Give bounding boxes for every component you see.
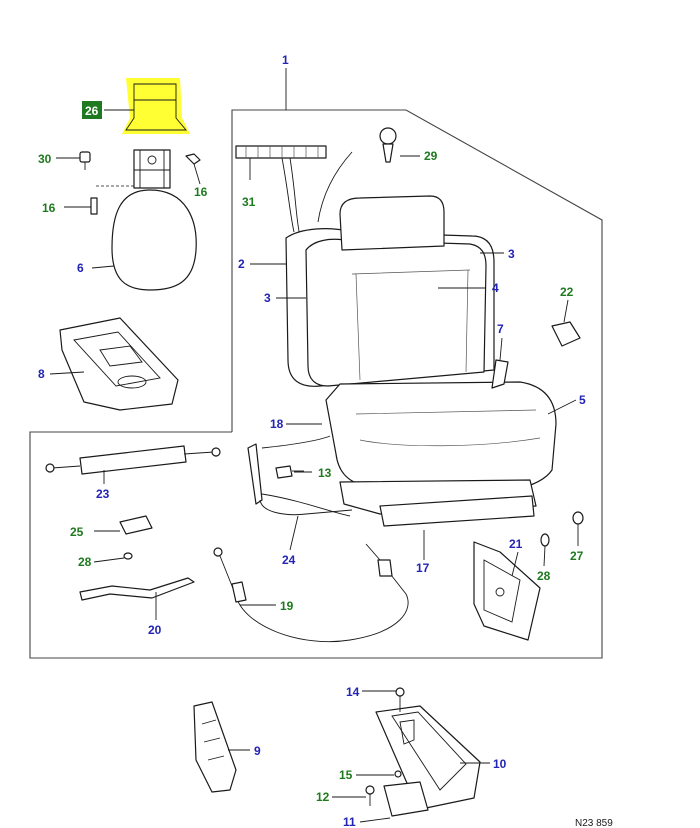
- label-1: 1: [282, 53, 289, 67]
- trim-strip: [235, 145, 327, 159]
- gas-strut: [45, 445, 221, 475]
- recline-lever: [491, 359, 509, 389]
- label-14: 14: [346, 685, 360, 699]
- main-assembly-frame: [29, 109, 603, 659]
- label-22: 22: [560, 285, 574, 299]
- highlight-part-26: [122, 78, 190, 134]
- adjust-knob: [551, 321, 581, 347]
- base-bracket-11: [383, 781, 429, 817]
- callout-box-26: [82, 101, 102, 119]
- towel-bar: [259, 499, 353, 516]
- label-7: 7: [497, 322, 504, 336]
- screw-30: [79, 151, 91, 170]
- pin-16-left: [90, 197, 98, 215]
- label-4: 4: [492, 281, 499, 295]
- trim-cable: [281, 157, 301, 237]
- seat-runner: [379, 495, 535, 527]
- label-17: 17: [416, 561, 430, 575]
- label-28-left: 28: [78, 555, 92, 569]
- push-clip: [317, 127, 397, 223]
- link-rod: [79, 577, 195, 601]
- label-3-left: 3: [264, 291, 271, 305]
- label-10: 10: [493, 757, 507, 771]
- label-3-right: 3: [508, 247, 515, 261]
- screw-15: [394, 770, 402, 778]
- label-23: 23: [96, 487, 110, 501]
- label-29: 29: [424, 149, 438, 163]
- label-16-left: 16: [42, 201, 56, 215]
- seat-back-seam: [351, 269, 471, 381]
- rubber-pad: [119, 515, 153, 535]
- label-13: 13: [318, 466, 332, 480]
- seat-back-cushion: [305, 238, 487, 387]
- label-16-right: 16: [194, 185, 208, 199]
- side-bracket: [473, 541, 541, 641]
- seat-cushion: [325, 381, 557, 495]
- label-25: 25: [70, 525, 84, 539]
- label-5: 5: [579, 393, 586, 407]
- headrest-guide-bracket: [96, 149, 171, 189]
- label-12: 12: [316, 790, 330, 804]
- label-28-right: 28: [537, 569, 551, 583]
- release-cable: [213, 543, 409, 643]
- headrest: [111, 189, 197, 291]
- pin-16-right: [185, 153, 201, 165]
- label-21: 21: [509, 537, 523, 551]
- label-20: 20: [148, 623, 162, 637]
- label-11: 11: [343, 815, 356, 828]
- figure-code: N23 859: [575, 818, 613, 828]
- side-trim-9: [193, 701, 237, 793]
- height-adjust-frame: [247, 435, 351, 517]
- label-31: 31: [242, 195, 256, 209]
- label-2: 2: [238, 257, 245, 271]
- screw-14: [395, 687, 405, 712]
- seat-cushion-seam: [355, 409, 541, 447]
- seat-tray: [59, 317, 179, 411]
- label-6: 6: [77, 261, 84, 275]
- leader-lines: [49, 68, 579, 823]
- o-ring-27: [572, 511, 584, 525]
- guide-sleeve-outline: [125, 83, 187, 131]
- label-9: 9: [254, 744, 261, 758]
- label-8: 8: [38, 367, 45, 381]
- label-19: 19: [280, 599, 294, 613]
- screw-12: [365, 785, 375, 806]
- label-27: 27: [570, 549, 584, 563]
- bush-28-left: [123, 552, 133, 560]
- label-15: 15: [339, 768, 353, 782]
- bolt-13: [275, 465, 304, 479]
- bush-28-right: [540, 533, 550, 547]
- label-26: 26: [85, 104, 99, 118]
- seat-back-upper: [339, 195, 445, 251]
- label-24: 24: [282, 553, 296, 567]
- label-18: 18: [270, 417, 284, 431]
- label-30: 30: [38, 152, 52, 166]
